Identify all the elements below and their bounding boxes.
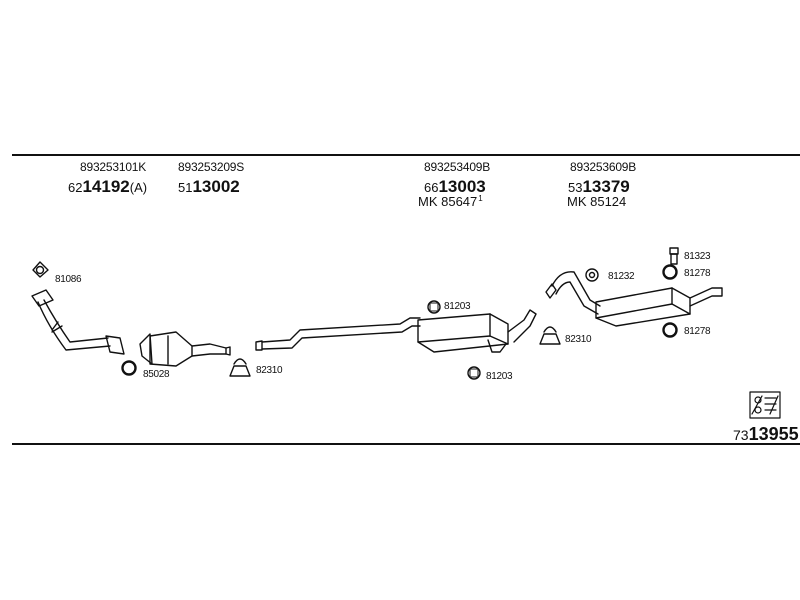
label-hanger-mid-bottom: 81203 — [486, 371, 513, 382]
mounting-kit-middle: MK 856471 — [418, 194, 483, 209]
part-number-rear-silencer: 5313379 — [568, 177, 630, 196]
middle-silencer-shape — [417, 309, 537, 353]
label-hanger-tail: 81232 — [608, 271, 635, 282]
bottom-rule — [12, 443, 800, 445]
label-clamp-cat: 82310 — [256, 365, 283, 376]
hanger-tail-shape — [585, 268, 599, 282]
part-number-catalyst: 5113002 — [178, 177, 240, 196]
ring-front-shape — [121, 360, 137, 376]
clamp-cat-shape — [229, 358, 251, 377]
label-clamp-rear: 82310 — [565, 334, 592, 345]
label-gasket-front: 81086 — [55, 274, 82, 285]
oem-number-front-pipe: 893253101K — [80, 160, 147, 174]
hanger-mid-top-shape — [427, 300, 441, 314]
clamp-rear-shape — [539, 326, 561, 345]
oem-number-catalyst: 893253209S — [178, 160, 245, 174]
oem-number-middle-silencer: 893253409B — [424, 160, 491, 174]
front-pipe-shape — [31, 289, 125, 355]
label-hanger-mid-top: 81203 — [444, 301, 471, 312]
kit-icon — [749, 391, 781, 419]
oem-number-rear-silencer: 893253609B — [570, 160, 637, 174]
label-bolt-rear: 81323 — [684, 251, 711, 262]
ring-rear-bottom-shape — [662, 322, 678, 338]
label-ring-rear-bottom: 81278 — [684, 326, 711, 337]
rear-silencer-shape — [545, 271, 723, 327]
top-rule — [12, 154, 800, 156]
kit-number: 7313955 — [733, 424, 799, 444]
part-number-middle-silencer: 6613003 — [424, 177, 486, 196]
ring-rear-top-shape — [662, 264, 678, 280]
label-ring-front: 85028 — [143, 369, 170, 380]
hanger-mid-bottom-shape — [467, 366, 481, 380]
catalyst-shape — [139, 331, 231, 367]
mounting-kit-rear: MK 85124 — [567, 194, 627, 209]
middle-pipe-shape — [255, 317, 421, 351]
part-number-front-pipe: 6214192(A) — [68, 177, 148, 196]
bolt-rear-shape — [669, 247, 679, 265]
gasket-front-shape — [32, 261, 49, 278]
label-ring-rear-top: 81278 — [684, 268, 711, 279]
